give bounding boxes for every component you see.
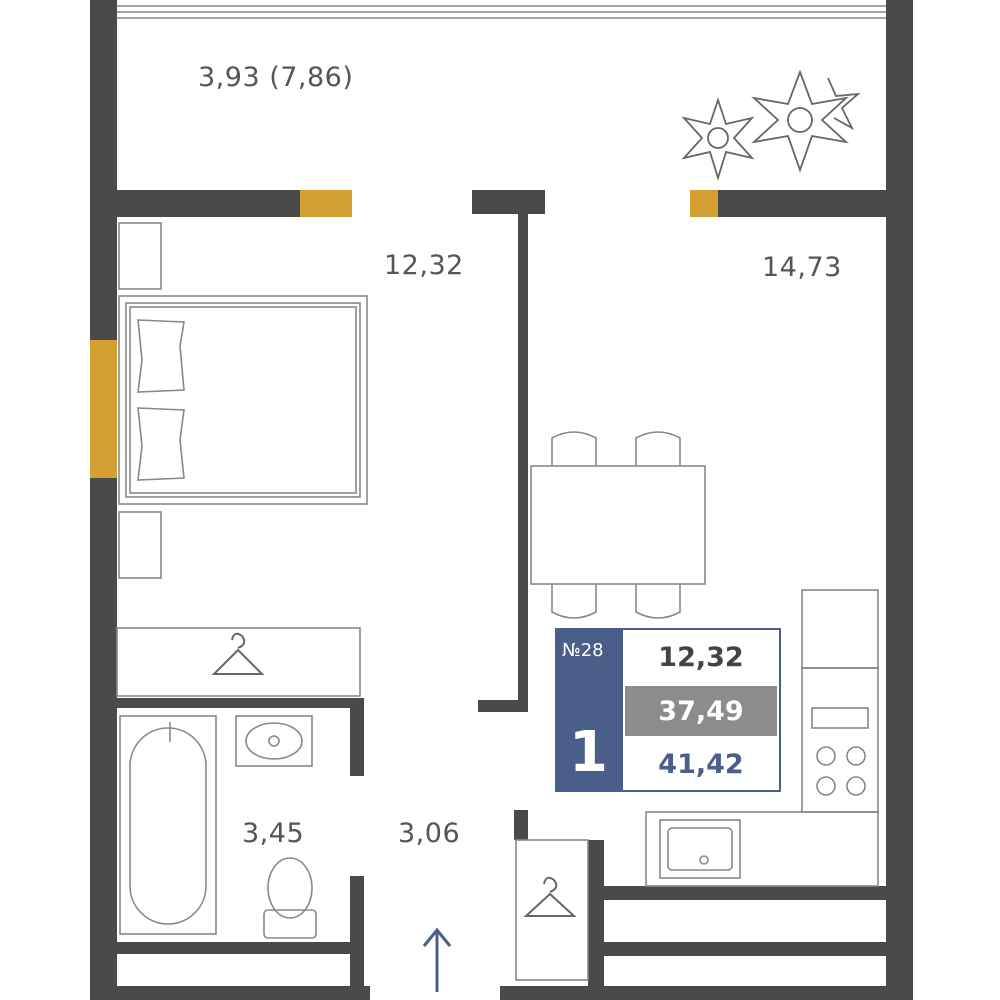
- bathroom-area-label: 3,45: [242, 818, 305, 849]
- card-side-panel: №28 1: [557, 630, 623, 790]
- kitchen-sink: [659, 819, 741, 879]
- wall-right: [886, 0, 913, 1000]
- toilet-bowl: [267, 857, 313, 919]
- wall-kitchen-bottom-a: [588, 886, 913, 900]
- wall-left-top: [90, 0, 117, 340]
- wall-closet-right: [588, 840, 604, 1000]
- wardrobe: [116, 627, 361, 697]
- wall-bath-right-a: [350, 698, 364, 776]
- walls: [90, 0, 913, 1000]
- kitchen-living-area-label: 14,73: [762, 252, 842, 283]
- balcony-area-label: 3,93 (7,86): [198, 62, 354, 93]
- window-bedroom-top: [300, 190, 352, 217]
- total-with-balcony-value: 41,42: [658, 748, 744, 780]
- wall-partition: [518, 208, 528, 712]
- apartment-number: №28: [562, 640, 604, 661]
- wall-left-bottom: [90, 478, 117, 1000]
- toilet-tank: [263, 909, 317, 939]
- wall-closet-top: [514, 810, 528, 840]
- wall-mid-top: [472, 190, 545, 214]
- wall-bottom-right: [500, 986, 913, 1000]
- wall-bath-right-b: [350, 876, 364, 1000]
- apartment-info-card: №28 1 12,32 37,49 41,42: [555, 628, 781, 792]
- plant-icon: [681, 69, 861, 182]
- living-area-value: 12,32: [658, 641, 744, 673]
- hallway-area-label: 3,06: [398, 818, 461, 849]
- pillow-top: [137, 319, 185, 393]
- hanger-icon-closet: [523, 876, 577, 917]
- wall-bath-bottom: [90, 942, 360, 954]
- dining-table: [530, 465, 706, 585]
- furniture: [116, 222, 879, 981]
- bed: [118, 295, 368, 505]
- window-bedroom-left: [90, 340, 117, 478]
- kitchen-counter: [645, 811, 879, 887]
- entrance-arrow-icon: [422, 927, 452, 992]
- bathtub-inner: [129, 727, 207, 925]
- rooms-count: 1: [569, 720, 608, 785]
- nightstand-bottom: [118, 511, 162, 579]
- wall-kitchen-top: [718, 190, 913, 217]
- pillow-bottom: [137, 407, 185, 481]
- wall-partition-foot: [478, 700, 528, 712]
- balcony-railing: [117, 5, 886, 19]
- sink: [235, 715, 313, 767]
- fridge: [801, 589, 879, 669]
- bathtub: [119, 715, 217, 935]
- bed-mattress: [129, 306, 357, 494]
- hanger-icon: [211, 632, 265, 675]
- wall-bedroom-top: [90, 190, 300, 217]
- closet: [515, 839, 589, 981]
- nightstand-top: [118, 222, 162, 290]
- wall-kitchen-bottom-b: [588, 942, 913, 956]
- windows: [90, 190, 718, 478]
- wall-bath-top: [90, 698, 360, 708]
- wall-bottom-left: [90, 986, 370, 1000]
- stove: [801, 667, 879, 813]
- bedroom-area-label: 12,32: [384, 250, 464, 281]
- window-kitchen-top: [690, 190, 718, 217]
- bed-inner: [125, 302, 361, 498]
- total-area-value: 37,49: [625, 686, 777, 736]
